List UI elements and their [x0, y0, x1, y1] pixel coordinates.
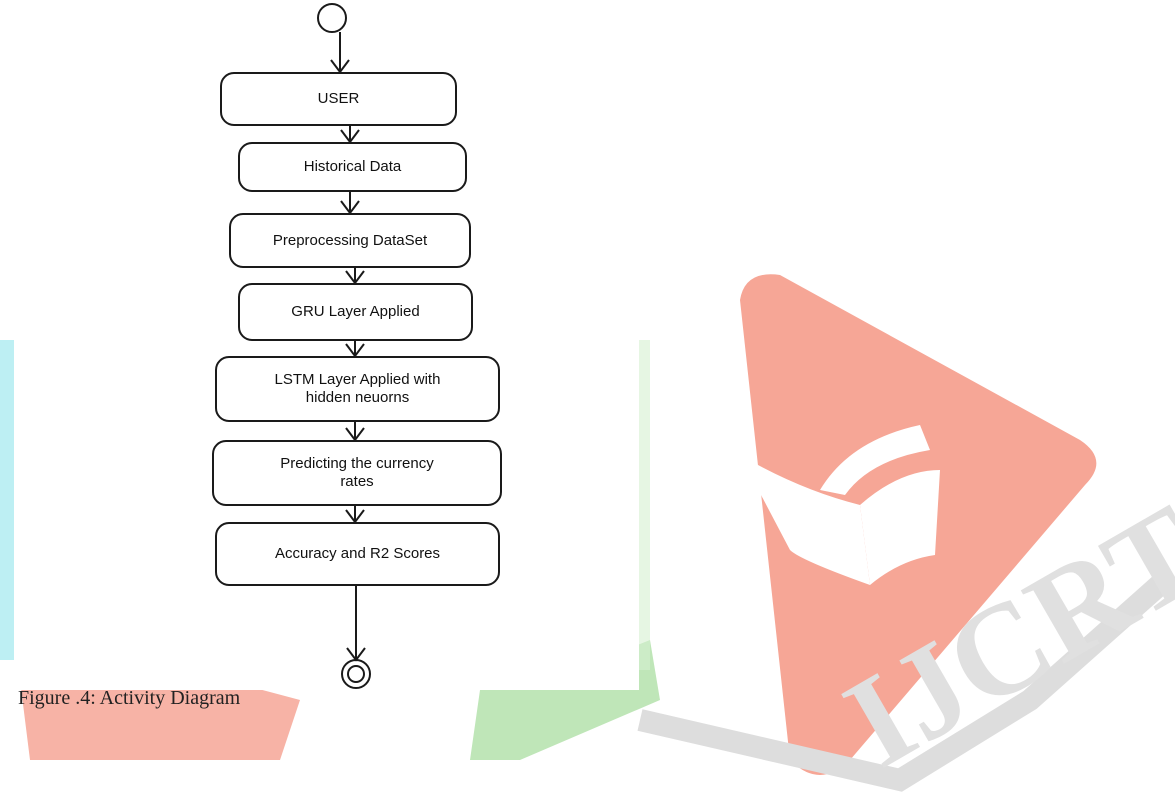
arrow-historical-preprocess: [340, 192, 360, 215]
activity-node-label: GRU Layer Applied: [291, 303, 420, 320]
arrow-predict-accuracy: [345, 506, 365, 524]
start-node: [317, 3, 347, 33]
watermark-gray-swoosh: [637, 571, 1173, 792]
end-node: [341, 659, 371, 689]
watermark-cyan-strip: [0, 340, 14, 660]
activity-node-accuracy: Accuracy and R2 Scores: [215, 522, 500, 586]
arrow-lstm-predict: [345, 422, 365, 442]
arrow-accuracy-end: [346, 586, 366, 662]
activity-node-label: USER: [317, 90, 360, 107]
activity-node-gru: GRU Layer Applied: [238, 283, 473, 341]
arrow-start-user: [330, 32, 350, 74]
arrow-user-historical: [340, 126, 360, 144]
activity-node-label: Accuracy and R2 Scores: [274, 545, 441, 562]
activity-node-preprocess: Preprocessing DataSet: [229, 213, 471, 268]
arrow-preprocess-gru: [345, 268, 365, 285]
activity-node-label: Preprocessing DataSet: [272, 231, 428, 249]
activity-node-historical: Historical Data: [238, 142, 467, 192]
arrow-gru-lstm: [345, 341, 365, 358]
activity-node-user: USER: [220, 72, 457, 126]
book-icon: [740, 425, 940, 585]
activity-node-label: Historical Data: [303, 158, 402, 175]
figure-caption: Figure .4: Activity Diagram: [18, 687, 241, 709]
